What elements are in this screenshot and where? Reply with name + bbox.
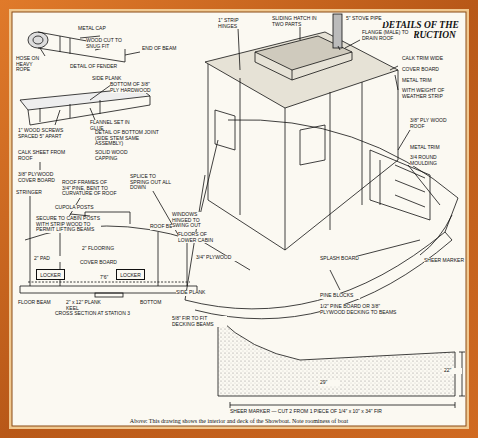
- part-label: 2" PAD: [34, 256, 64, 262]
- part-label: SECURE TO CABIN POSTS WITH STRIP WOOD TO…: [36, 216, 101, 233]
- part-label: METAL TRIM: [410, 145, 460, 151]
- part-label: SLIDING HATCH IN TWO PARTS: [272, 16, 320, 27]
- part-label: METAL TRIM: [402, 78, 452, 84]
- part-label: CUPOLA POSTS: [55, 205, 95, 211]
- part-label: 3/4 ROUND MOULDING: [410, 155, 460, 166]
- part-label: SIDE PLANK: [176, 290, 216, 296]
- part-label: 22": [444, 368, 462, 374]
- part-label: CALK SHEET FROM ROOF: [18, 150, 73, 161]
- part-label: BOTTOM OF 3/8" PLY HARDWOOD: [110, 82, 155, 93]
- part-label: COVER BOARD: [402, 67, 452, 73]
- frame-inner: [9, 9, 469, 429]
- part-label: 3/8" PLYWOOD COVER BOARD: [18, 172, 68, 183]
- part-label: WITH WEIGHT OF WEATHER STRIP: [402, 88, 457, 99]
- part-label: FLOORS OF LOWER CABIN: [178, 232, 218, 243]
- part-label: CROSS SECTION AT STATION 3: [55, 311, 145, 317]
- part-label: ROOF FRAMES OF 3/4" PINE, BENT TO CURVAT…: [62, 180, 117, 197]
- part-label: CALK TRIM WIDE: [402, 56, 452, 62]
- part-label: BOTTOM: [140, 300, 170, 306]
- node-text: LOCKER: [120, 272, 141, 278]
- part-label: HOSE ON HEAVY ROPE: [16, 56, 48, 73]
- part-label: SIDE PLANK: [92, 76, 132, 82]
- paper: [12, 12, 466, 426]
- part-label: SHEER MARKER: [424, 258, 464, 264]
- locker-box: LOCKER: [36, 269, 65, 280]
- part-label: SHEER MARKER — CUT 2 FROM 1 PIECE OF 1/4…: [230, 409, 455, 415]
- part-label: STRINGER: [16, 190, 46, 196]
- figure-caption: Above: This drawing shows the interior a…: [130, 418, 348, 424]
- part-label: 3/4" PLYWOOD: [196, 255, 236, 261]
- part-label: COVER BOARD: [80, 260, 120, 266]
- part-label: 2" x 12" PLANK KEEL: [66, 300, 111, 311]
- part-label: 5/8" FIR TO FIT DECKING BEAMS: [172, 316, 227, 327]
- part-label: 3/8" PLY WOOD ROOF: [410, 118, 460, 129]
- part-label: WINDOWS HINGED TO SWING OUT: [172, 212, 217, 229]
- part-label: 2" FLOORING: [82, 246, 122, 252]
- part-label: 1/2" PINE BOARD OR 3/8" PLYWOOD DECKING …: [320, 304, 405, 315]
- node-text: LOCKER: [40, 272, 61, 278]
- part-label: 1" STRIP HINGES: [218, 18, 258, 29]
- part-label: 1" WOOD SCREWS SPACED 5" APART: [18, 128, 68, 139]
- part-label: SOLID WOOD CAPPING: [95, 150, 140, 161]
- part-label: 29": [320, 380, 340, 386]
- part-label: SPLASH BOARD: [320, 256, 360, 262]
- part-label: DETAIL OF BOTTOM JOINT (SIDE STEM SAME A…: [95, 130, 165, 147]
- part-label: DETAIL OF FENDER: [70, 64, 130, 70]
- part-label: FLOOR BEAM: [18, 300, 58, 306]
- locker-box: LOCKER: [116, 269, 145, 280]
- part-label: SPLICE TO SPRING OUT ALL DOWN: [130, 174, 172, 191]
- part-label: FLANGE (MALE) TO DRAIN ROOF: [362, 30, 414, 41]
- part-label: END OF BEAM: [142, 46, 182, 52]
- part-label: 5" STOVE PIPE: [346, 16, 386, 22]
- part-label: METAL CAP: [78, 26, 118, 32]
- part-label: PINE BLOCKS: [320, 293, 360, 299]
- part-label: WOOD CUT TO SNUG FIT: [86, 38, 131, 49]
